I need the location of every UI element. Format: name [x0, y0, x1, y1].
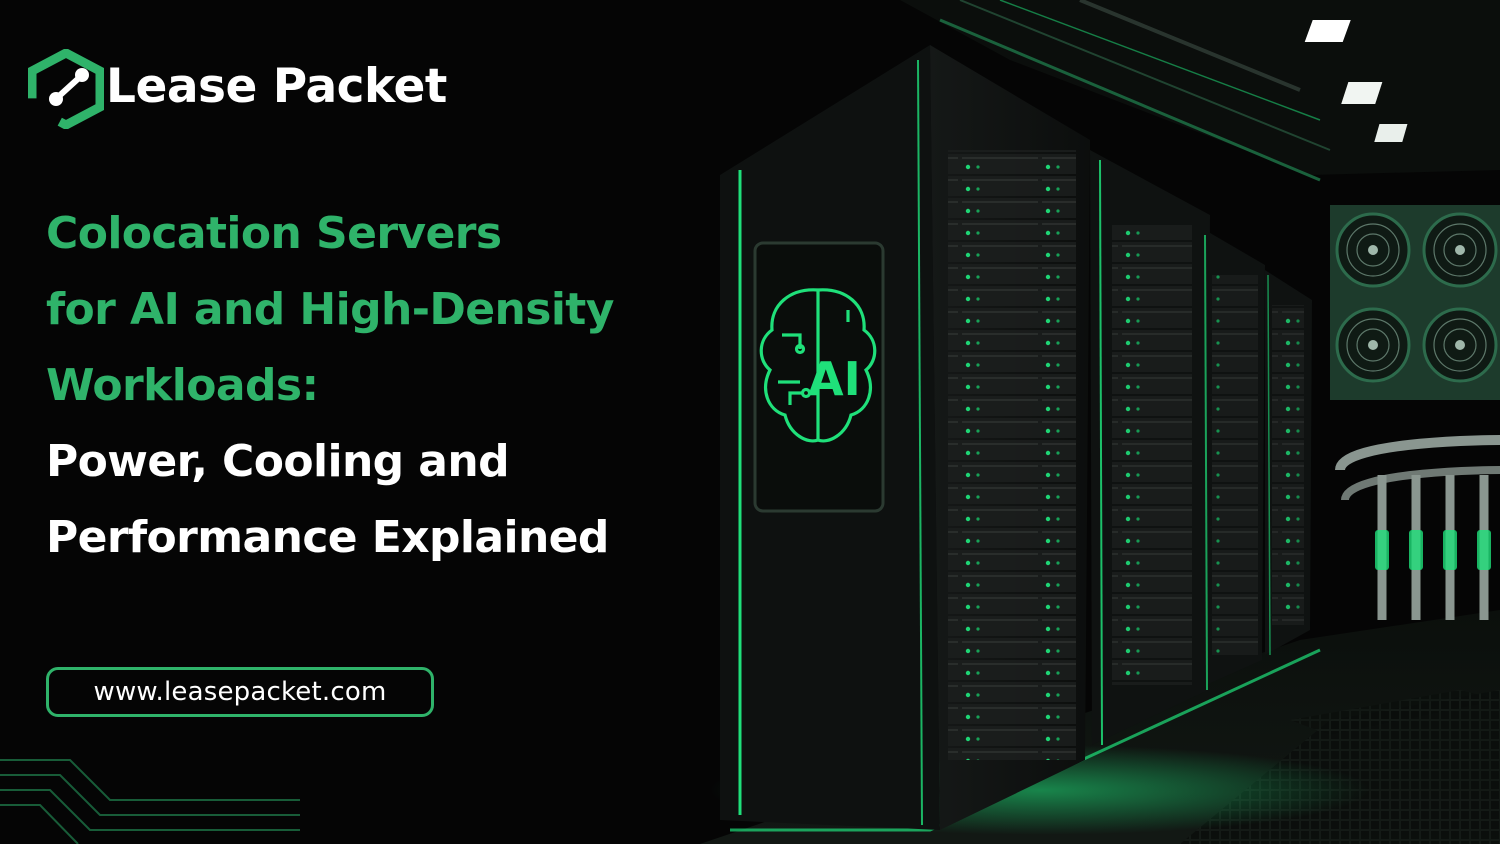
ai-badge: AI [808, 352, 861, 406]
coolant-glow [1375, 530, 1491, 570]
headline-line-1: Colocation Servers [46, 208, 502, 259]
rack-row [948, 150, 1312, 760]
brand-logo[interactable]: Lease Packet [28, 48, 447, 130]
headline-line-3: Workloads: [46, 360, 319, 411]
headline-line-2: for AI and High-Density [46, 284, 614, 335]
headline: Colocation Servers for AI and High-Densi… [46, 196, 726, 576]
subheadline-line-2: Performance Explained [46, 512, 609, 563]
brain-circuit-icon [759, 288, 877, 443]
circuit-lines-decoration [0, 759, 300, 844]
subheadline-line-1: Power, Cooling and [46, 436, 510, 487]
cooling-fans [1330, 205, 1500, 400]
link-node-hexagon-icon [28, 49, 104, 129]
ceiling-structure [900, 0, 1500, 182]
website-link[interactable]: www.leasepacket.com [46, 667, 434, 717]
ceiling-lights [1304, 20, 1408, 142]
brand-name: Lease Packet [106, 58, 447, 114]
